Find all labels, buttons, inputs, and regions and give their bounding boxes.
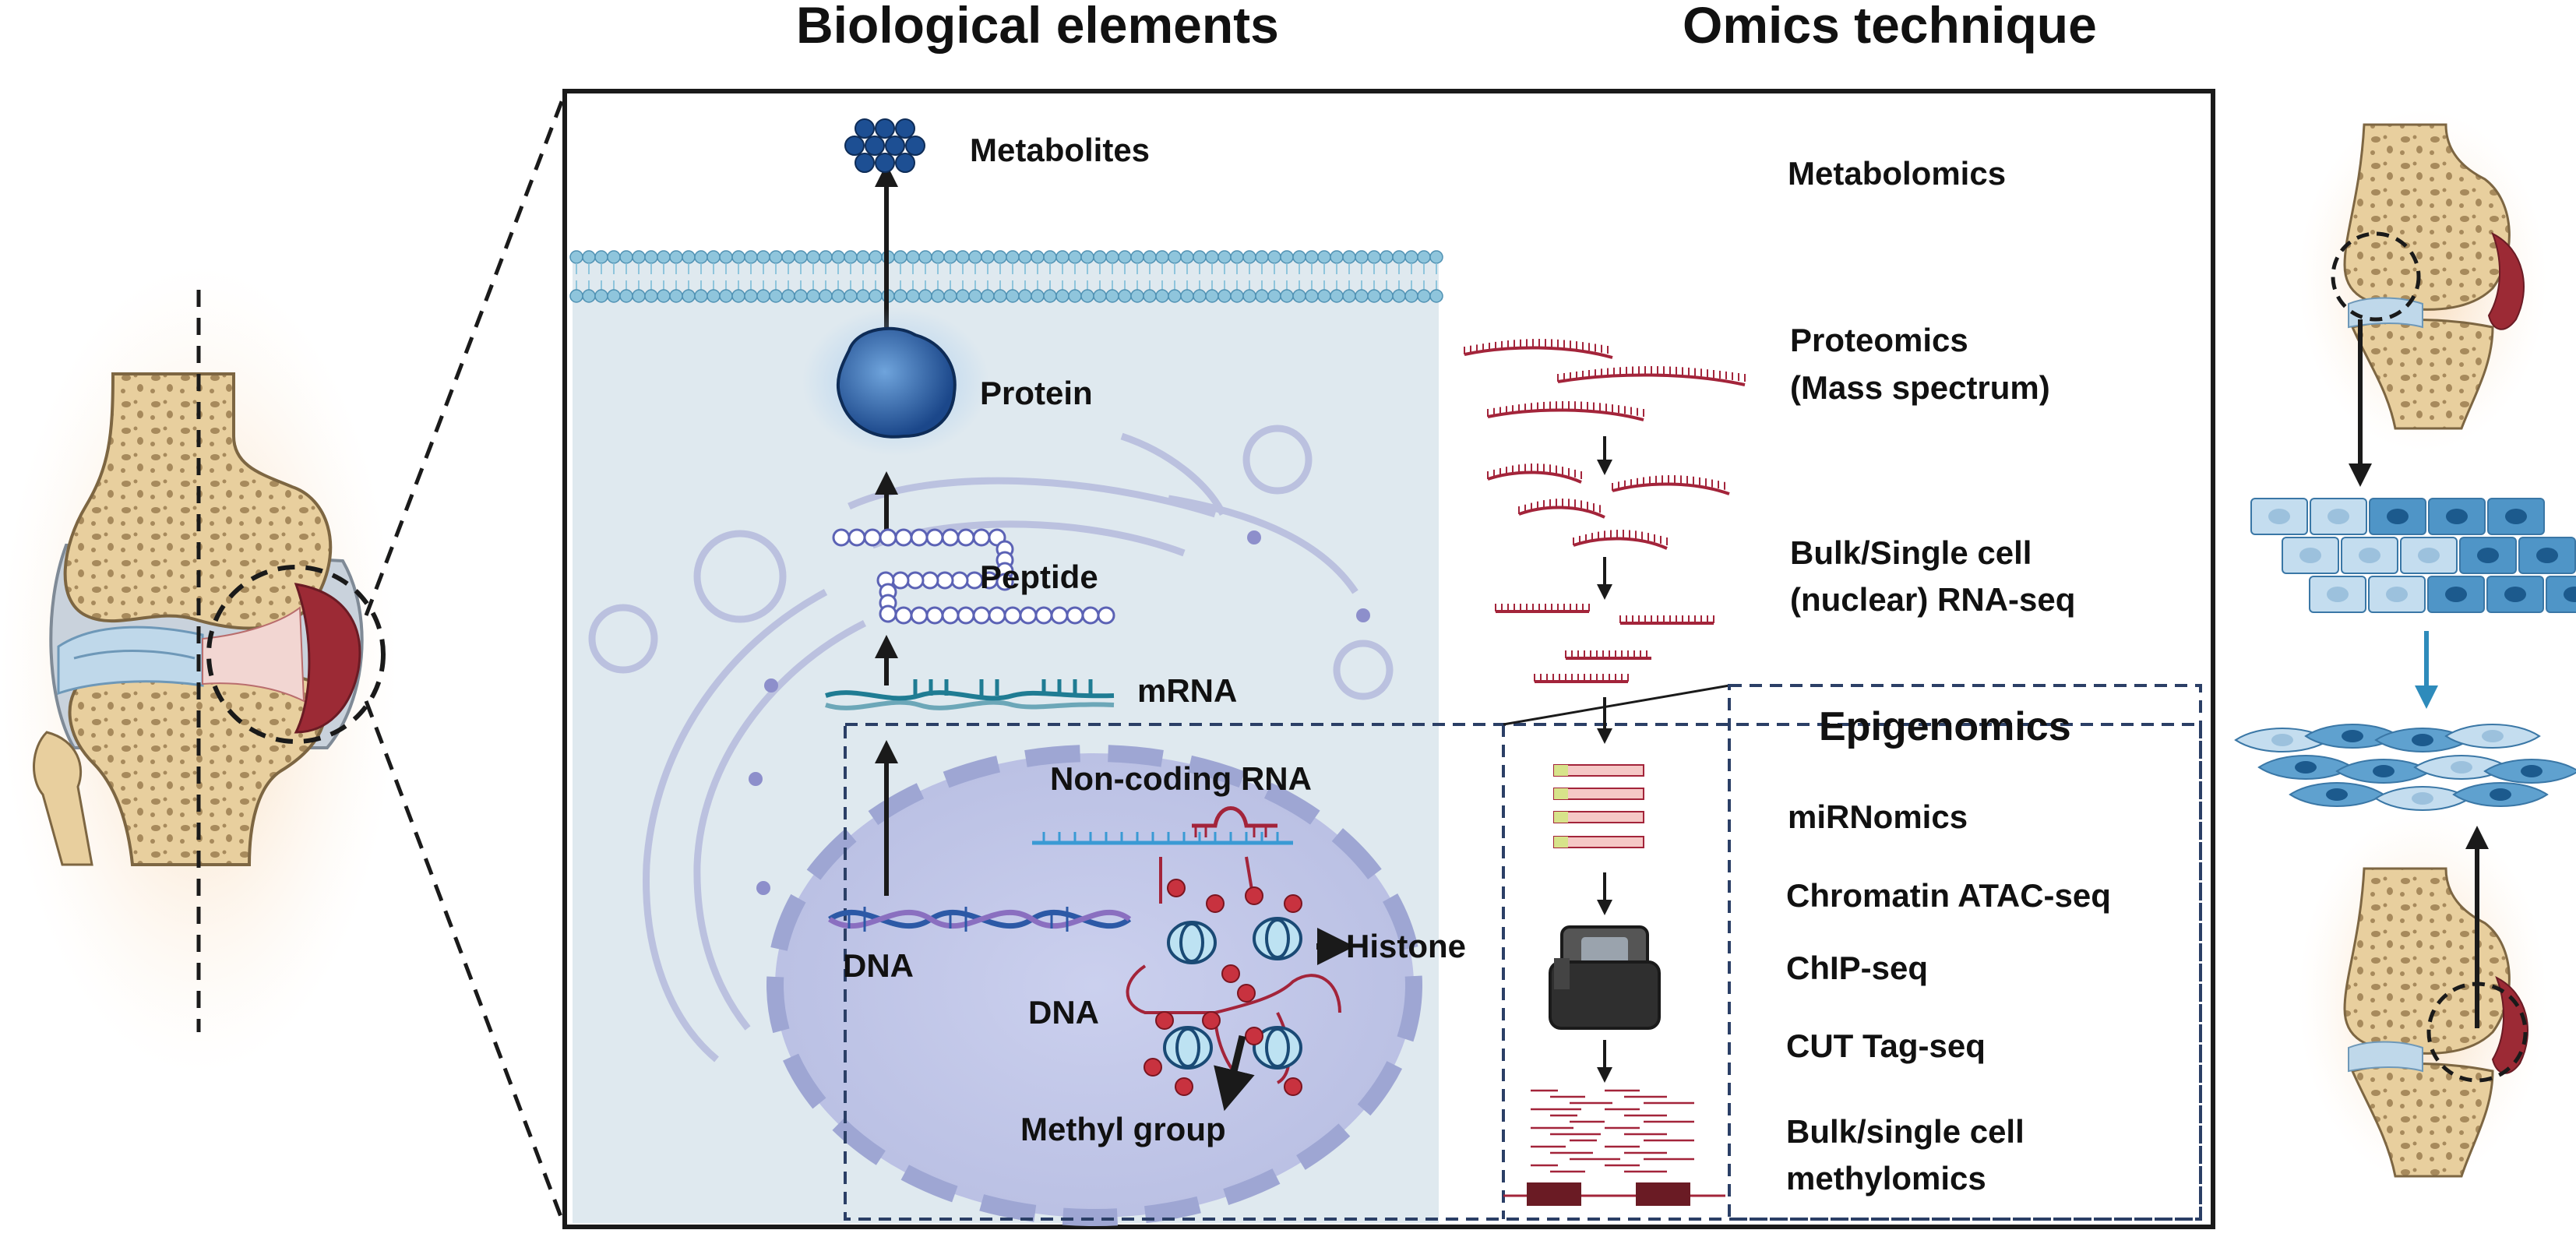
- vesicles: [749, 530, 1370, 895]
- synovium-tissue: [294, 583, 361, 734]
- label-chip-seq: ChIP-seq: [1786, 950, 1929, 986]
- nucleosome-group: [1163, 917, 1302, 1070]
- peptide-icon: [832, 528, 1115, 625]
- dna-helix-icon: [828, 907, 1132, 932]
- fibroblast-cells-icon: [2234, 724, 2576, 811]
- label-peptide: Peptide: [980, 559, 1098, 595]
- protein-icon: [836, 326, 957, 439]
- label-cut-tag-seq: CUT Tag-seq: [1786, 1027, 1986, 1064]
- label-protein: Protein: [980, 375, 1093, 411]
- cell-membrane: [569, 250, 1443, 303]
- label-proteomics: Proteomics: [1790, 322, 1968, 358]
- mrna-icon: [825, 679, 1115, 710]
- label-mass-spectrum: (Mass spectrum): [1790, 369, 2050, 406]
- knee-top-icon: [2298, 109, 2547, 452]
- label-metabolites: Metabolites: [970, 132, 1151, 168]
- cell-grid-icon: [2250, 498, 2576, 613]
- label-metabolomics: Metabolomics: [1788, 155, 2007, 192]
- label-dna-chromatin: DNA: [1028, 994, 1099, 1031]
- knee-bottom-icon: [2298, 810, 2547, 1184]
- cartilage: [57, 626, 204, 696]
- sequencer-icon: [1549, 925, 1661, 1030]
- chromatin-icon: [1126, 856, 1355, 1112]
- methyl-dots: [1144, 879, 1302, 1096]
- label-noncoding-rna: Non-coding RNA: [1050, 760, 1312, 797]
- label-dna-helix: DNA: [843, 947, 914, 984]
- label-mirnomics: miRNomics: [1788, 798, 1968, 835]
- label-epigenomics: Epigenomics: [1819, 704, 2071, 749]
- label-rnaseq-1: Bulk/Single cell: [1790, 534, 2032, 571]
- heading-biological-elements: Biological elements: [796, 0, 1279, 54]
- label-mrna: mRNA: [1137, 672, 1238, 709]
- zoom-line-top: [364, 93, 567, 616]
- noncoding-rna-icon: [1032, 806, 1293, 845]
- right-panel: [2234, 109, 2576, 1184]
- label-methylomics-1: Bulk/single cell: [1786, 1113, 2025, 1150]
- sequencing-reads: [1464, 339, 1746, 1206]
- heading-omics-technique: Omics technique: [1683, 0, 2097, 54]
- label-atac-seq: Chromatin ATAC-seq: [1786, 877, 2111, 914]
- label-methylomics-2: methylomics: [1786, 1160, 1986, 1196]
- epigenomics-box-right: [1728, 684, 2202, 1221]
- zoom-circle: [206, 565, 386, 744]
- zoom-line-bottom: [364, 700, 567, 1228]
- label-rnaseq-2: (nuclear) RNA-seq: [1790, 581, 2076, 618]
- fibula-bone: [33, 731, 93, 866]
- label-methyl-group: Methyl group: [1020, 1111, 1226, 1147]
- label-histone: Histone: [1346, 928, 1467, 964]
- knee-joint-illustration: [0, 93, 567, 1228]
- metabolites-icon: [844, 118, 925, 173]
- epigenomics-zoom-line: [1503, 684, 1730, 726]
